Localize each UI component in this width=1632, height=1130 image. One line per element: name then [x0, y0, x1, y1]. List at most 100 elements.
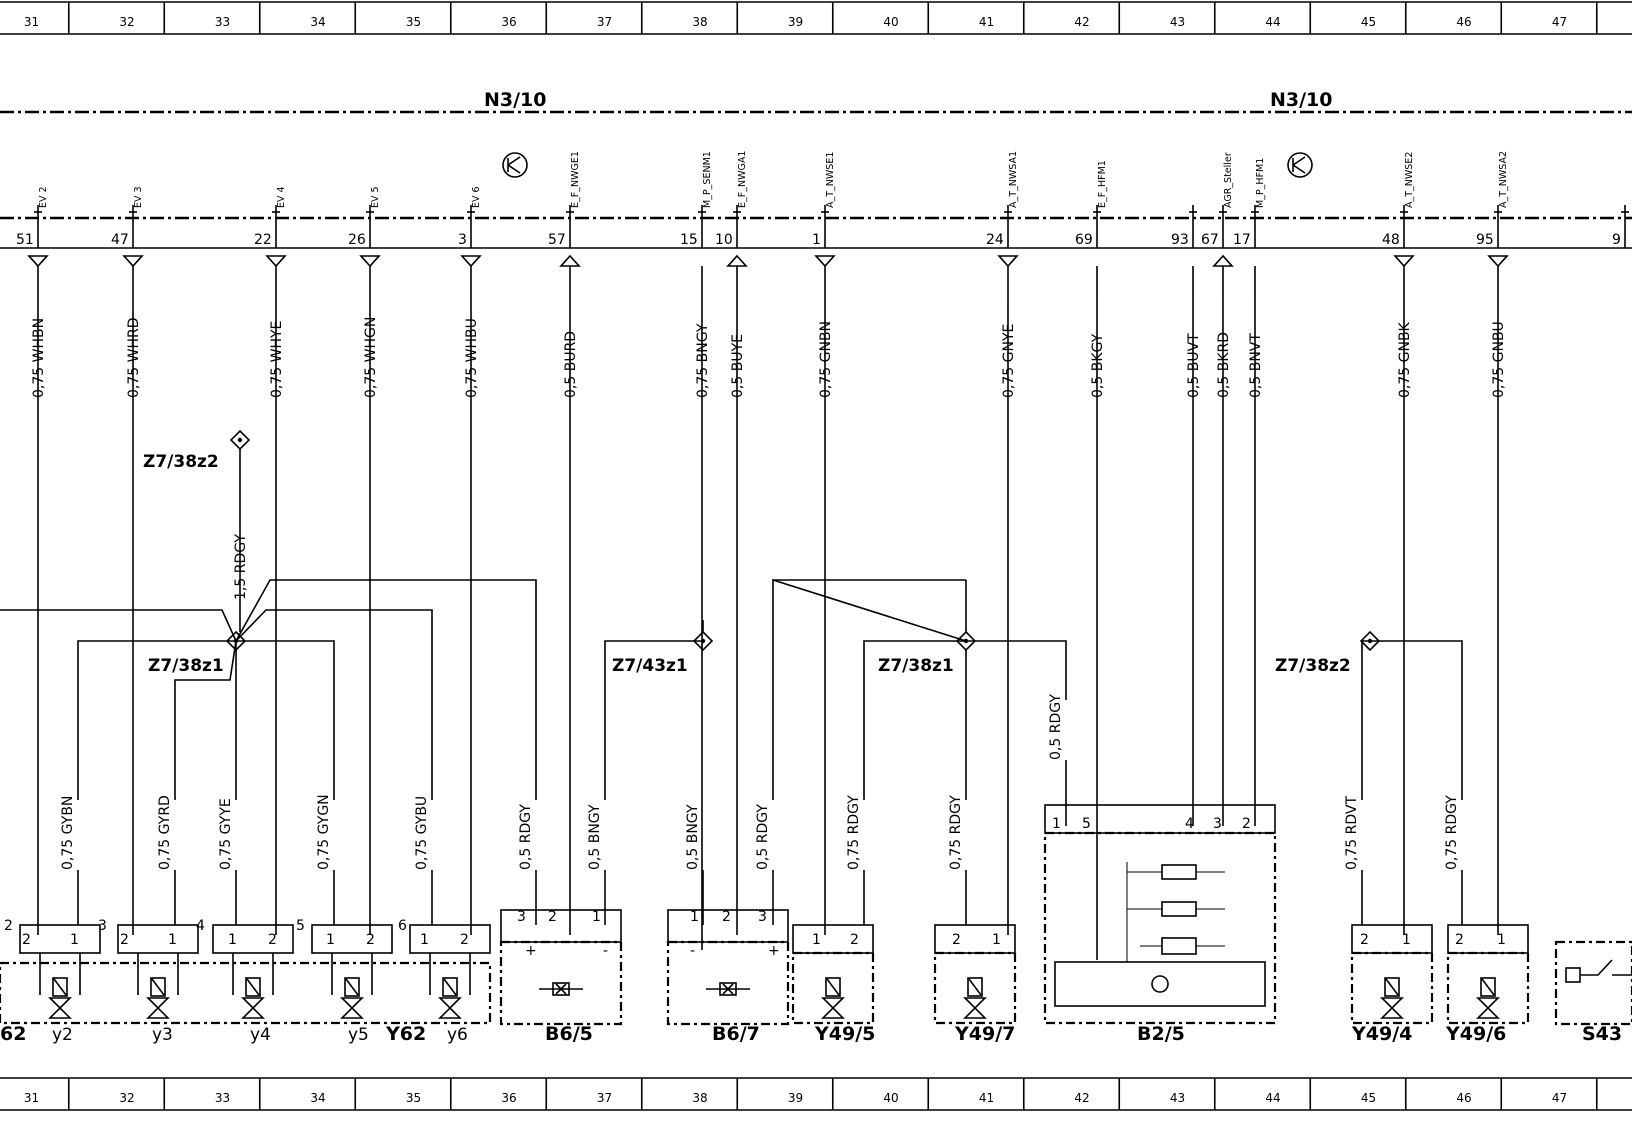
wire-label: 0,5 BUVT	[1186, 333, 1202, 398]
wire-label: 0,75 GYBN	[60, 796, 76, 870]
ecu-signal-label: EV 3	[133, 186, 144, 208]
column-number: 40	[883, 1091, 898, 1105]
component-pin-number: 1	[1052, 816, 1061, 832]
component-label: B2/5	[1137, 1023, 1185, 1045]
solenoid-valve-icon	[821, 977, 845, 1019]
resistor-icon	[1161, 901, 1197, 917]
ecu-pin-number: 22	[254, 232, 272, 248]
column-number: 39	[788, 15, 803, 29]
column-number: 44	[1265, 1091, 1280, 1105]
arrow-down-icon	[1487, 255, 1509, 268]
component-label: B6/5	[545, 1023, 593, 1045]
connector-block	[792, 924, 874, 954]
hall-sensor-icon	[539, 982, 583, 996]
ecu-signal-label: A_T_NWSE2	[1404, 152, 1415, 208]
column-number: 31	[24, 15, 39, 29]
connector-block	[934, 924, 1016, 954]
ecu-signal-label: AGR_Steller	[1223, 152, 1234, 208]
splice-node-icon	[692, 630, 714, 652]
wire-label: 1,5 RDGY	[233, 534, 249, 600]
component-label: Y49/6	[1445, 1023, 1506, 1045]
splice-node-icon	[1359, 630, 1381, 652]
component-label: B6/7	[712, 1023, 760, 1045]
component-pin-number: 2	[22, 932, 31, 948]
component-housing	[499, 940, 623, 1026]
wire-label: 0,75 BNGY	[695, 323, 711, 398]
component-pin-number: 2	[366, 932, 375, 948]
component-pin-number: 2	[952, 932, 961, 948]
column-number: 43	[1170, 15, 1185, 29]
component-pin-number: 1	[812, 932, 821, 948]
component-label: Y62	[385, 1023, 426, 1045]
component-pin-number: 1	[420, 932, 429, 948]
splice-label: Z7/38z2	[1275, 656, 1351, 676]
wire-label: 0,75 GNBK	[1397, 321, 1413, 398]
ecu-signal-label: EV 2	[38, 186, 49, 208]
ecu-signal-label: A_T_NWSA1	[1008, 151, 1019, 208]
wire-label: 0,75 GYYE	[218, 798, 234, 870]
wire-label: 0,75 GYGN	[316, 794, 332, 870]
transistor-icon	[502, 152, 528, 178]
component-housing	[0, 961, 492, 1025]
component-pin-number: 3	[1213, 816, 1222, 832]
column-number: 31	[24, 1091, 39, 1105]
column-number: 32	[119, 15, 134, 29]
wire-label: 0,75 RDVT	[1344, 796, 1360, 870]
ecu-pin-number: 57	[548, 232, 566, 248]
wire-label: 0,75 RDGY	[1444, 795, 1460, 870]
solenoid-valve-icon	[241, 977, 265, 1019]
ecu-pin-number: 95	[1476, 232, 1494, 248]
component-label: y2	[52, 1025, 73, 1045]
wire-label: 0,5 BNVT	[1248, 333, 1264, 398]
ecu-pin-number: 93	[1171, 232, 1189, 248]
column-number: 35	[406, 15, 421, 29]
ecu-signal-label: E_F_HFM1	[1097, 160, 1108, 208]
wire-label: 0,5 BNGY	[685, 804, 701, 870]
resistor-icon	[1161, 864, 1197, 880]
component-label: S43	[1582, 1023, 1622, 1045]
component-pin-number: 2	[268, 932, 277, 948]
wire-label: 0,75 GNBU	[1491, 321, 1507, 398]
column-number: 45	[1361, 15, 1376, 29]
arrow-up-icon	[1212, 254, 1234, 267]
wire-label: 0,75 GYBU	[414, 796, 430, 870]
component-label: y5	[348, 1025, 369, 1045]
wire-label: 0,75 GNYE	[1001, 324, 1017, 398]
component-housing	[1446, 951, 1530, 1025]
splice-label: Z7/38z1	[148, 656, 224, 676]
component-pin-number: 4	[196, 918, 205, 934]
column-number: 41	[979, 15, 994, 29]
hall-sensor-icon	[706, 982, 750, 996]
solenoid-valve-icon	[1380, 977, 1404, 1019]
arrow-down-icon	[1393, 255, 1415, 268]
ecu-signal-label: M_P_HFM1	[1255, 158, 1266, 208]
solenoid-valve-icon	[146, 977, 170, 1019]
splice-label: Z7/38z2	[143, 452, 219, 472]
component-label: y4	[250, 1025, 271, 1045]
component-pin-number: 5	[1082, 816, 1091, 832]
column-number: 42	[1074, 1091, 1089, 1105]
column-number: 37	[597, 15, 612, 29]
ecu-pin-number: 1	[812, 232, 821, 248]
column-number: 43	[1170, 1091, 1185, 1105]
column-number: 45	[1361, 1091, 1376, 1105]
ecu-signal-label: EV 6	[471, 186, 482, 208]
component-label: Y49/7	[954, 1023, 1015, 1045]
ecu-pin-number: 51	[16, 232, 34, 248]
component-pin-number: 3	[517, 909, 526, 925]
column-number: 33	[215, 1091, 230, 1105]
column-number: 39	[788, 1091, 803, 1105]
column-number: 38	[692, 1091, 707, 1105]
connector-block	[311, 924, 393, 954]
arrow-down-icon	[997, 255, 1019, 268]
connector-block	[19, 924, 101, 954]
ecu-signal-label: E_F_NWGA1	[737, 151, 748, 208]
ecu-signal-label: M_P_SENM1	[702, 151, 713, 208]
connector-block	[1044, 804, 1276, 834]
wire-label: 0,5 BURD	[563, 331, 579, 398]
splice-label: Z7/38z1	[878, 656, 954, 676]
wire-label: 0,5 RDGY	[518, 804, 534, 870]
connector-block	[212, 924, 294, 954]
component-pin-number: 2	[4, 918, 13, 934]
